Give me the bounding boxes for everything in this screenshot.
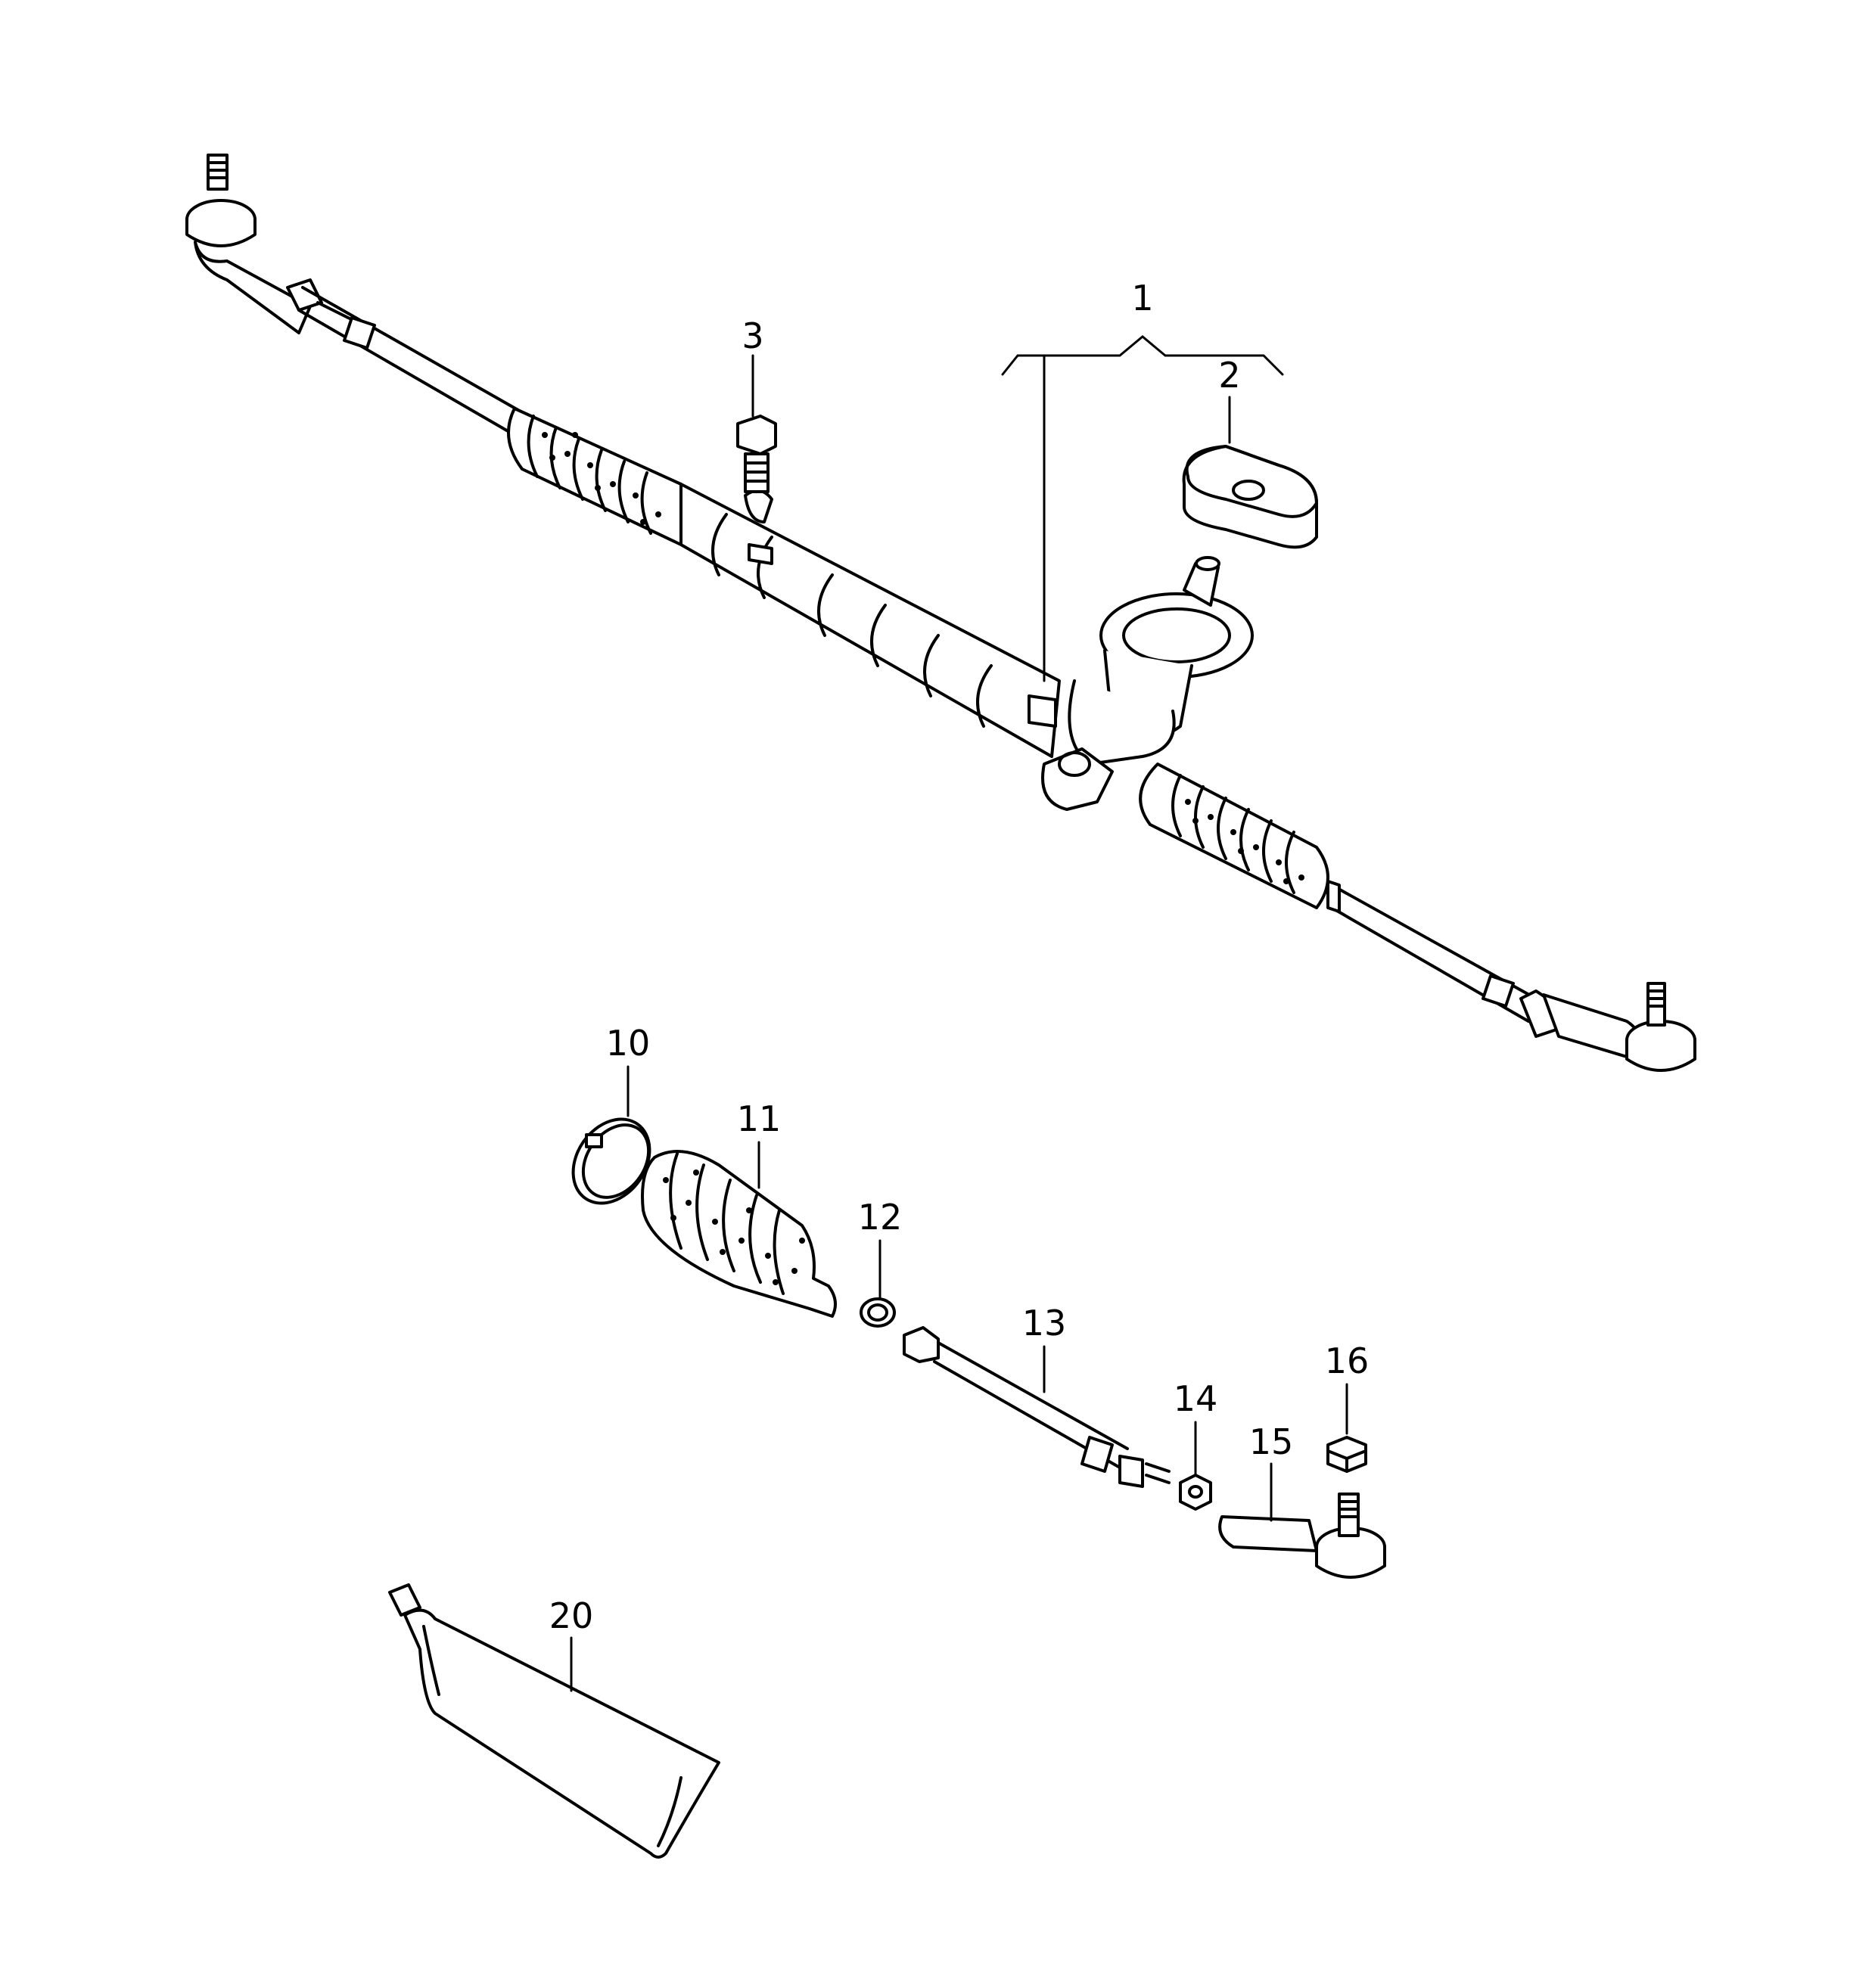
pinion-housing <box>1041 556 1254 811</box>
callout-1: 1 <box>1131 278 1153 318</box>
tie-rod-end-icon <box>1218 1493 1386 1579</box>
callout-14: 14 <box>1174 1378 1218 1419</box>
clamp-ring-icon <box>571 1117 651 1205</box>
seal-gasket-icon <box>1182 445 1318 549</box>
small-clamp-icon <box>860 1297 896 1328</box>
bolt-icon <box>736 415 777 493</box>
callout-20: 20 <box>549 1595 594 1636</box>
callout-10: 10 <box>606 1023 651 1064</box>
lock-nut-icon <box>1179 1474 1212 1511</box>
right-tie-rod-end <box>1519 982 1696 1072</box>
callout-3: 3 <box>742 315 763 356</box>
callout-16: 16 <box>1325 1340 1370 1381</box>
left-tie-rod <box>297 286 524 436</box>
left-bellows <box>507 407 694 546</box>
callout-12: 12 <box>858 1197 903 1238</box>
bellows-boot-icon <box>641 1150 837 1318</box>
steering-rack-assembly-icon <box>185 154 1696 1072</box>
left-tie-rod-end <box>185 154 365 334</box>
self-locking-nut-icon <box>1326 1436 1367 1473</box>
tie-rod-icon <box>903 1326 1171 1488</box>
rack-housing <box>679 483 1061 758</box>
grease-tube-icon <box>388 1583 720 1859</box>
callout-11: 11 <box>737 1098 782 1139</box>
leader-lines <box>570 335 1348 1692</box>
right-bellows <box>1139 763 1329 909</box>
callout-15: 15 <box>1249 1421 1294 1462</box>
callout-13: 13 <box>1022 1303 1067 1343</box>
callout-labels: 1 2 3 10 11 12 13 14 15 16 20 <box>549 278 1370 1636</box>
callout-2: 2 <box>1218 355 1240 396</box>
